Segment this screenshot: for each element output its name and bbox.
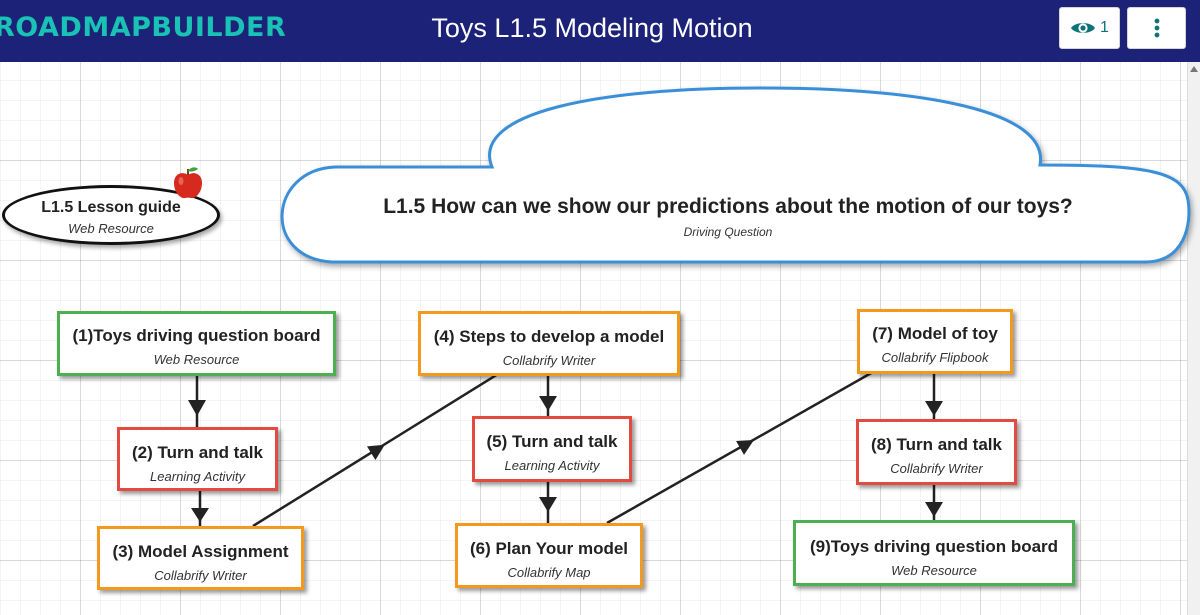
roadmap-node-2[interactable]: (2) Turn and talk Learning Activity [117, 427, 278, 491]
node-title: (1)Toys driving question board [72, 326, 321, 345]
roadmap-node-8[interactable]: (8) Turn and talk Collabrify Writer [856, 419, 1017, 485]
roadmap-node-9[interactable]: (9)Toys driving question board Web Resou… [793, 520, 1075, 586]
node-title: (6) Plan Your model [469, 539, 629, 558]
roadmap-node-7[interactable]: (7) Model of toy Collabrify Flipbook [857, 309, 1013, 374]
node-title: (4) Steps to develop a model [433, 327, 665, 346]
roadmap-node-3[interactable]: (3) Model Assignment Collabrify Writer [97, 526, 304, 590]
roadmap-node-6[interactable]: (6) Plan Your model Collabrify Map [455, 523, 643, 588]
arrow-head-8-9 [925, 502, 943, 517]
node-type: Collabrify Flipbook [881, 350, 989, 365]
arrow-head-4-5 [539, 396, 557, 411]
driving-question-cloud[interactable] [280, 86, 1191, 264]
top-bar: ROADMAPBUILDER Toys L1.5 Modeling Motion… [0, 0, 1200, 62]
lesson-guide-type: Web Resource [68, 221, 154, 236]
arrow-head-5-6 [539, 497, 557, 512]
roadmap-node-1[interactable]: (1)Toys driving question board Web Resou… [57, 311, 336, 376]
node-type: Learning Activity [504, 458, 600, 473]
node-type: Collabrify Map [507, 565, 591, 580]
roadmap-node-5[interactable]: (5) Turn and talk Learning Activity [472, 416, 632, 482]
page-title: Toys L1.5 Modeling Motion [431, 13, 753, 43]
node-type: Web Resource [153, 352, 240, 367]
apple-icon [174, 167, 202, 199]
eye-icon [1071, 23, 1096, 33]
node-type: Learning Activity [150, 469, 245, 484]
node-title: (3) Model Assignment [112, 542, 289, 561]
viewers-button[interactable]: 1 [1059, 7, 1120, 49]
arrow-head-7-8 [925, 401, 943, 416]
app-logo[interactable]: ROADMAPBUILDER [0, 12, 287, 43]
driving-question-type: Driving Question [683, 225, 773, 239]
node-title: (9)Toys driving question board [809, 537, 1059, 556]
arrow-head-1-2 [188, 400, 206, 416]
more-options-button[interactable] [1127, 7, 1186, 49]
scroll-up-arrow-icon[interactable] [1190, 66, 1198, 72]
kebab-menu-icon [1154, 18, 1159, 38]
arrow-head-2-3 [191, 508, 209, 522]
node-type: Collabrify Writer [154, 568, 247, 583]
node-title: (5) Turn and talk [486, 432, 618, 451]
node-type: Collabrify Writer [502, 353, 596, 368]
node-type: Web Resource [891, 563, 977, 578]
lesson-guide-title: L1.5 Lesson guide [41, 199, 181, 216]
vertical-scrollbar[interactable] [1187, 62, 1200, 615]
driving-question: L1.5 How can we show our predictions abo… [270, 195, 1186, 239]
node-title: (8) Turn and talk [871, 435, 1002, 454]
viewers-count: 1 [1100, 19, 1109, 36]
arrow-head-3-4 [366, 444, 385, 461]
arrow-head-6-7 [736, 440, 754, 455]
node-title: (2) Turn and talk [132, 443, 263, 462]
roadmap-node-4[interactable]: (4) Steps to develop a model Collabrify … [418, 311, 680, 376]
driving-question-title: L1.5 How can we show our predictions abo… [383, 195, 1073, 218]
node-title: (7) Model of toy [872, 324, 998, 343]
node-type: Collabrify Writer [890, 461, 983, 476]
